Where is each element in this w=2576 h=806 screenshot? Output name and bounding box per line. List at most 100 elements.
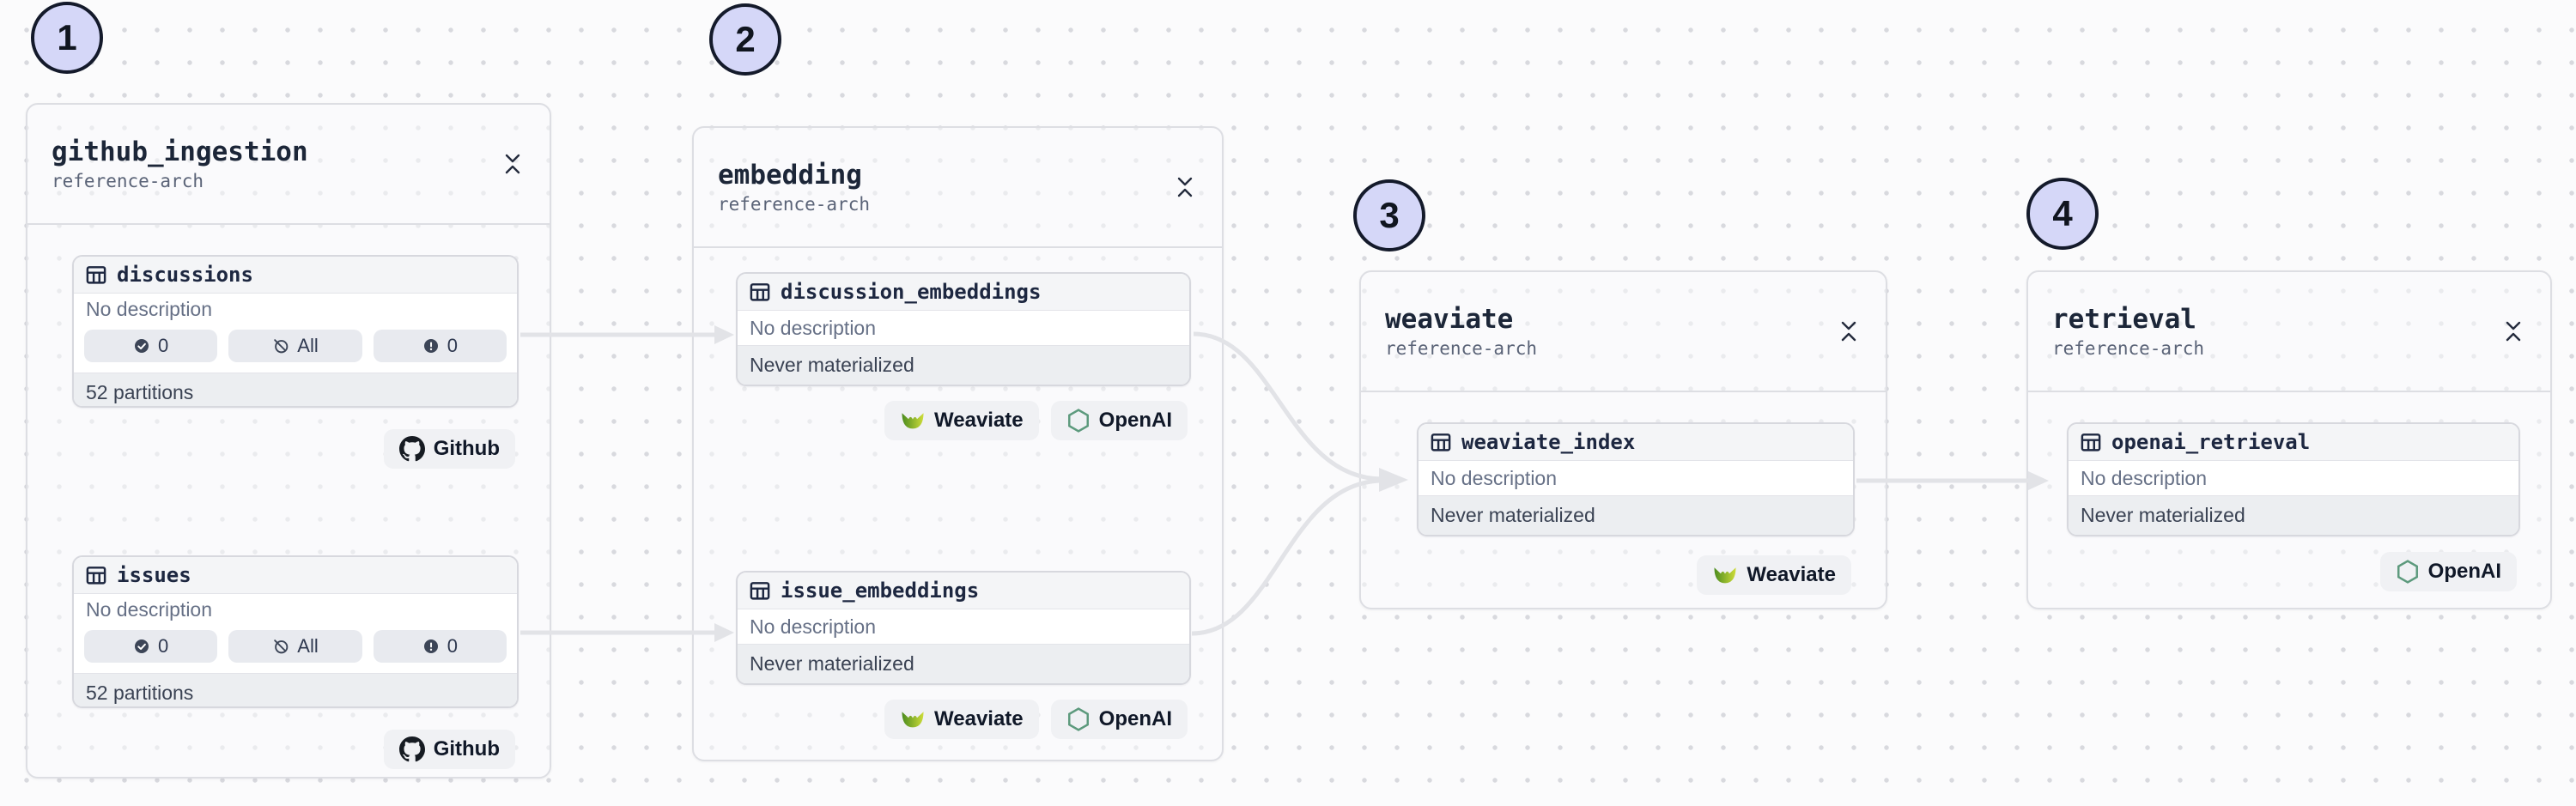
asset-group-weaviate: weaviate reference-arch weaviate_index N…: [1359, 270, 1887, 609]
tag-row: Github: [383, 730, 515, 769]
asset-name: discussion_embeddings: [781, 280, 1042, 304]
slash-circle-icon: [274, 639, 289, 654]
weaviate-icon: [1714, 567, 1736, 584]
asset-node-discussions[interactable]: discussions No description 0 All 0 52 pa…: [72, 255, 519, 408]
pill-label: All: [297, 635, 319, 657]
asset-node-openai-retrieval[interactable]: openai_retrieval No description Never ma…: [2067, 422, 2520, 536]
collapse-icon: [505, 154, 520, 174]
pill-label: 0: [447, 635, 458, 657]
step-badge-1: 1: [31, 2, 103, 74]
tag-label: Weaviate: [934, 707, 1024, 730]
pill-label: 0: [158, 335, 169, 356]
group-header[interactable]: embedding reference-arch: [694, 128, 1222, 248]
step-number: 2: [735, 19, 756, 59]
failed-count-pill[interactable]: 0: [373, 630, 507, 663]
openai-icon: [1067, 707, 1089, 731]
materialization-status: Never materialized: [738, 644, 1189, 683]
check-circle-icon: [135, 639, 149, 653]
table-icon: [86, 567, 106, 585]
github-tag[interactable]: Github: [383, 730, 515, 769]
asset-name: discussions: [117, 263, 253, 287]
asset-node-header: openai_retrieval: [2069, 424, 2518, 461]
tag-row: Weaviate OpenAI: [884, 401, 1188, 440]
missing-partitions-pill[interactable]: All: [228, 630, 362, 663]
weaviate-icon: [902, 712, 924, 728]
step-number: 4: [2052, 193, 2073, 233]
alert-circle-icon: [423, 639, 438, 653]
asset-node-header: discussion_embeddings: [738, 274, 1189, 311]
group-title: retrieval: [2052, 304, 2196, 336]
missing-partitions-pill[interactable]: All: [228, 330, 362, 362]
tag-label: Weaviate: [1747, 563, 1836, 586]
materialization-status: Never materialized: [1419, 495, 1853, 535]
openai-icon: [1067, 409, 1089, 433]
tag-label: OpenAI: [1098, 409, 1172, 432]
tag-row: Weaviate OpenAI: [884, 700, 1188, 739]
materialization-status: Never materialized: [2069, 495, 2518, 535]
slash-circle-icon: [274, 339, 289, 354]
collapse-icon: [1177, 177, 1193, 197]
asset-node-issues[interactable]: issues No description 0 All 0 52 partiti…: [72, 555, 519, 708]
weaviate-tag[interactable]: Weaviate: [1697, 555, 1851, 595]
collapse-group-button[interactable]: [1170, 171, 1200, 203]
tag-label: Github: [433, 737, 500, 761]
materialized-count-pill[interactable]: 0: [84, 630, 218, 663]
step-badge-3: 3: [1353, 179, 1425, 251]
asset-node-issue-embeddings[interactable]: issue_embeddings No description Never ma…: [736, 571, 1191, 685]
tag-label: OpenAI: [1098, 707, 1172, 730]
table-icon: [750, 582, 770, 600]
asset-description: No description: [2069, 461, 2518, 495]
partition-status-row: 0 All 0: [74, 625, 517, 673]
table-icon: [750, 283, 770, 301]
asset-group-retrieval: retrieval reference-arch openai_retrieva…: [2026, 270, 2552, 609]
asset-name: issues: [117, 563, 191, 587]
asset-node-discussion-embeddings[interactable]: discussion_embeddings No description Nev…: [736, 272, 1191, 386]
partition-status-row: 0 All 0: [74, 324, 517, 373]
openai-tag[interactable]: OpenAI: [1050, 700, 1188, 739]
openai-icon: [2397, 560, 2418, 584]
asset-node-header: issues: [74, 557, 517, 594]
step-number: 3: [1379, 195, 1400, 235]
group-header[interactable]: github_ingestion reference-arch: [27, 105, 550, 225]
table-icon: [2081, 433, 2101, 451]
failed-count-pill[interactable]: 0: [373, 330, 507, 362]
collapse-icon: [2506, 321, 2521, 342]
tag-row: Github: [383, 429, 515, 469]
group-header[interactable]: retrieval reference-arch: [2028, 272, 2550, 392]
partitions-footer: 52 partitions: [74, 673, 517, 706]
materialization-status: Never materialized: [738, 345, 1189, 385]
group-title: embedding: [718, 160, 862, 191]
openai-tag[interactable]: OpenAI: [1050, 401, 1188, 440]
collapse-icon: [1841, 321, 1856, 342]
group-header[interactable]: weaviate reference-arch: [1361, 272, 1886, 392]
tag-label: Weaviate: [934, 409, 1024, 432]
weaviate-tag[interactable]: Weaviate: [884, 700, 1039, 739]
group-subtitle: reference-arch: [1385, 337, 1538, 359]
github-icon: [398, 436, 425, 462]
github-icon: [398, 736, 425, 762]
collapse-group-button[interactable]: [2499, 315, 2528, 348]
partitions-footer: 52 partitions: [74, 373, 517, 406]
weaviate-tag[interactable]: Weaviate: [884, 401, 1039, 440]
asset-name: openai_retrieval: [2111, 430, 2311, 454]
github-tag[interactable]: Github: [383, 429, 515, 469]
alert-circle-icon: [423, 339, 438, 353]
pill-label: 0: [158, 635, 169, 657]
table-icon: [86, 266, 106, 284]
asset-description: No description: [74, 594, 517, 625]
collapse-group-button[interactable]: [498, 148, 527, 180]
asset-description: No description: [1419, 461, 1853, 495]
asset-name: weaviate_index: [1461, 430, 1636, 454]
weaviate-icon: [902, 413, 924, 429]
group-subtitle: reference-arch: [718, 193, 871, 215]
pill-label: 0: [447, 335, 458, 356]
collapse-group-button[interactable]: [1834, 315, 1863, 348]
materialized-count-pill[interactable]: 0: [84, 330, 218, 362]
openai-tag[interactable]: OpenAI: [2379, 552, 2517, 591]
table-icon: [1431, 433, 1451, 451]
tag-label: Github: [433, 437, 500, 460]
asset-description: No description: [738, 609, 1189, 644]
asset-group-github-ingestion: github_ingestion reference-arch discussi…: [26, 103, 551, 779]
asset-node-weaviate-index[interactable]: weaviate_index No description Never mate…: [1417, 422, 1855, 536]
